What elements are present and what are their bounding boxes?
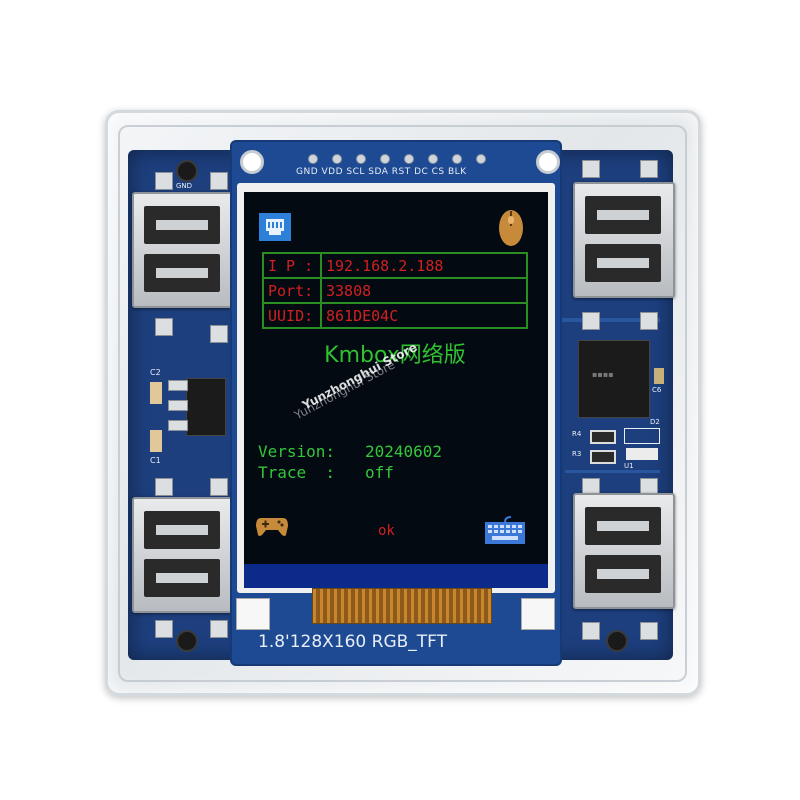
status-ok: ok bbox=[378, 523, 395, 539]
label-u1: U1 bbox=[624, 462, 634, 470]
solder-pad bbox=[210, 620, 228, 638]
network-icon bbox=[258, 212, 292, 242]
table-row: I P : 192.168.2.188 bbox=[262, 252, 528, 279]
label-c6: C6 bbox=[652, 386, 662, 394]
solder-pad bbox=[640, 622, 658, 640]
usb-port-bottom-left[interactable] bbox=[132, 497, 234, 613]
voltage-regulator bbox=[186, 378, 226, 436]
keyboard-icon bbox=[484, 514, 526, 546]
header-pin bbox=[356, 154, 366, 164]
usb-port-top-left[interactable] bbox=[132, 192, 234, 308]
table-row: UUID: 861DE04C bbox=[262, 302, 528, 329]
header-pin bbox=[452, 154, 462, 164]
diode-d2 bbox=[624, 428, 660, 444]
label-r3: R3 bbox=[572, 450, 582, 458]
solder-pad bbox=[640, 160, 658, 178]
solder-pad bbox=[210, 325, 228, 343]
header-pin bbox=[428, 154, 438, 164]
solder-pad bbox=[582, 160, 600, 178]
regulator-pin bbox=[168, 400, 188, 411]
chip-marking: ▪▪▪▪ bbox=[592, 370, 614, 379]
solder-pad bbox=[155, 318, 173, 336]
solder-pad bbox=[210, 172, 228, 190]
mouse-icon bbox=[497, 208, 525, 248]
solder-pad bbox=[155, 478, 173, 496]
screw-bottom-left bbox=[176, 630, 198, 652]
capacitor bbox=[150, 430, 162, 452]
header-pin bbox=[380, 154, 390, 164]
trace-value: off bbox=[365, 463, 394, 482]
solder-pad bbox=[155, 620, 173, 638]
port-value: 33808 bbox=[320, 277, 528, 304]
label-gnd: GND bbox=[176, 182, 193, 190]
version-value: 20240602 bbox=[365, 442, 443, 461]
solder-pad bbox=[210, 478, 228, 496]
solder-pad bbox=[155, 172, 173, 190]
port-key: Port: bbox=[262, 277, 322, 304]
label-c2: C2 bbox=[150, 368, 161, 377]
capacitor bbox=[654, 368, 664, 384]
table-row: Port: 33808 bbox=[262, 277, 528, 304]
solder-pad bbox=[582, 622, 600, 640]
resistor-r4 bbox=[590, 430, 616, 444]
screen-title: Kmbox网络版 bbox=[324, 343, 466, 368]
regulator-pin bbox=[168, 380, 188, 391]
regulator-pin bbox=[168, 420, 188, 431]
ip-value: 192.168.2.188 bbox=[320, 252, 528, 279]
solder-pad bbox=[640, 312, 658, 330]
header-pin bbox=[332, 154, 342, 164]
gamepad-icon bbox=[255, 514, 289, 538]
case-inner-edge bbox=[118, 125, 687, 682]
screen-bottom-strip bbox=[244, 564, 548, 588]
pin-labels: GND VDD SCL SDA RST DC CS BLK bbox=[296, 167, 467, 177]
usb-port-top-right[interactable] bbox=[573, 182, 675, 298]
pcb-trace bbox=[565, 470, 660, 473]
connector-right bbox=[521, 598, 555, 630]
screw-bottom-right bbox=[606, 630, 628, 652]
capacitor bbox=[150, 382, 162, 404]
version-label: Version: bbox=[258, 442, 336, 461]
header-pin bbox=[476, 154, 486, 164]
ip-key: I P : bbox=[262, 252, 322, 279]
label-d2: D2 bbox=[650, 418, 660, 426]
header-pin bbox=[404, 154, 414, 164]
mount-hole-right bbox=[536, 150, 560, 174]
connector-left bbox=[236, 598, 270, 630]
component-u1 bbox=[626, 448, 658, 460]
pcb-trace bbox=[560, 318, 660, 322]
uuid-key: UUID: bbox=[262, 302, 322, 329]
mount-hole-left bbox=[240, 150, 264, 174]
uuid-value: 861DE04C bbox=[320, 302, 528, 329]
solder-pad bbox=[582, 312, 600, 330]
resistor-r3 bbox=[590, 450, 616, 464]
label-c1: C1 bbox=[150, 456, 161, 465]
network-info-table: I P : 192.168.2.188 Port: 33808 UUID: 86… bbox=[262, 252, 528, 329]
usb-port-bottom-right[interactable] bbox=[573, 493, 675, 609]
label-r4: R4 bbox=[572, 430, 582, 438]
usb-controller-chip bbox=[578, 340, 650, 418]
header-pin bbox=[308, 154, 318, 164]
trace-label: Trace : bbox=[258, 463, 336, 482]
model-label: 1.8'128X160 RGB_TFT bbox=[258, 632, 448, 652]
screw-top-left bbox=[176, 160, 198, 182]
flex-cable bbox=[312, 588, 492, 624]
